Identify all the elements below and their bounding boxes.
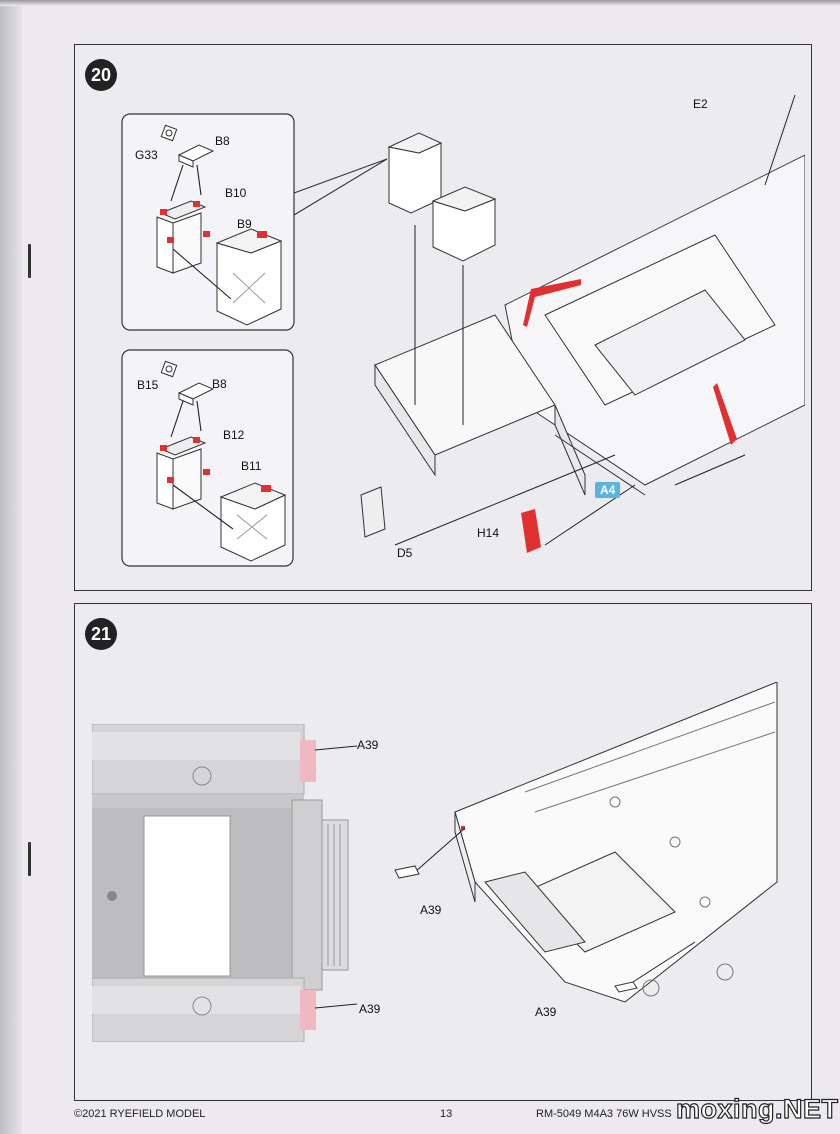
part-label-b12: B12: [223, 428, 245, 442]
part-label-b15: B15: [137, 378, 159, 392]
part-label-b8: B8: [212, 377, 227, 391]
step-number-badge: 20: [85, 59, 117, 91]
part-label-e2: E2: [693, 97, 708, 111]
part-label-a39-top: A39: [357, 738, 379, 752]
part-label-h14: H14: [477, 526, 500, 540]
footer-product-code: RM-5049 M4A3 76W HVSS: [536, 1108, 672, 1120]
part-label-b10: B10: [225, 186, 247, 200]
inset-detail-2: [121, 349, 294, 567]
inset-detail-1: [121, 113, 295, 331]
footer-copyright: ©2021 RYEFIELD MODEL: [74, 1108, 206, 1120]
leader-lines: [314, 745, 358, 1009]
page-binding-edge: [0, 0, 22, 1134]
part-label-a4-highlight: A4: [595, 482, 621, 498]
part-label-b11: B11: [241, 459, 262, 473]
part-label-a39-bottom: A39: [359, 1002, 381, 1016]
part-label-b9: B9: [237, 217, 252, 231]
watermark-logo: moxing.NET: [675, 1093, 839, 1124]
part-label-b8: B8: [215, 134, 230, 148]
hull-rear-line-drawing: [394, 682, 778, 1003]
binding-staple: [28, 842, 31, 876]
step-20-panel: 20 G33: [74, 44, 812, 591]
part-label-a39-right: A39: [535, 1005, 557, 1019]
part-label-a39-left: A39: [420, 903, 442, 917]
step-21-panel: 21 A39 A39: [74, 603, 812, 1101]
page-top-shadow: [0, 0, 840, 6]
part-label-d5: D5: [397, 546, 413, 560]
binding-staple: [28, 244, 31, 278]
part-label-g33: G33: [135, 148, 158, 162]
inset-pointer: [293, 158, 388, 216]
footer-page-number: 13: [440, 1108, 453, 1120]
hull-rear-assembly-drawing: [360, 94, 805, 553]
hull-rear-render-view: [92, 724, 349, 1042]
step-number-badge: 21: [85, 618, 117, 650]
